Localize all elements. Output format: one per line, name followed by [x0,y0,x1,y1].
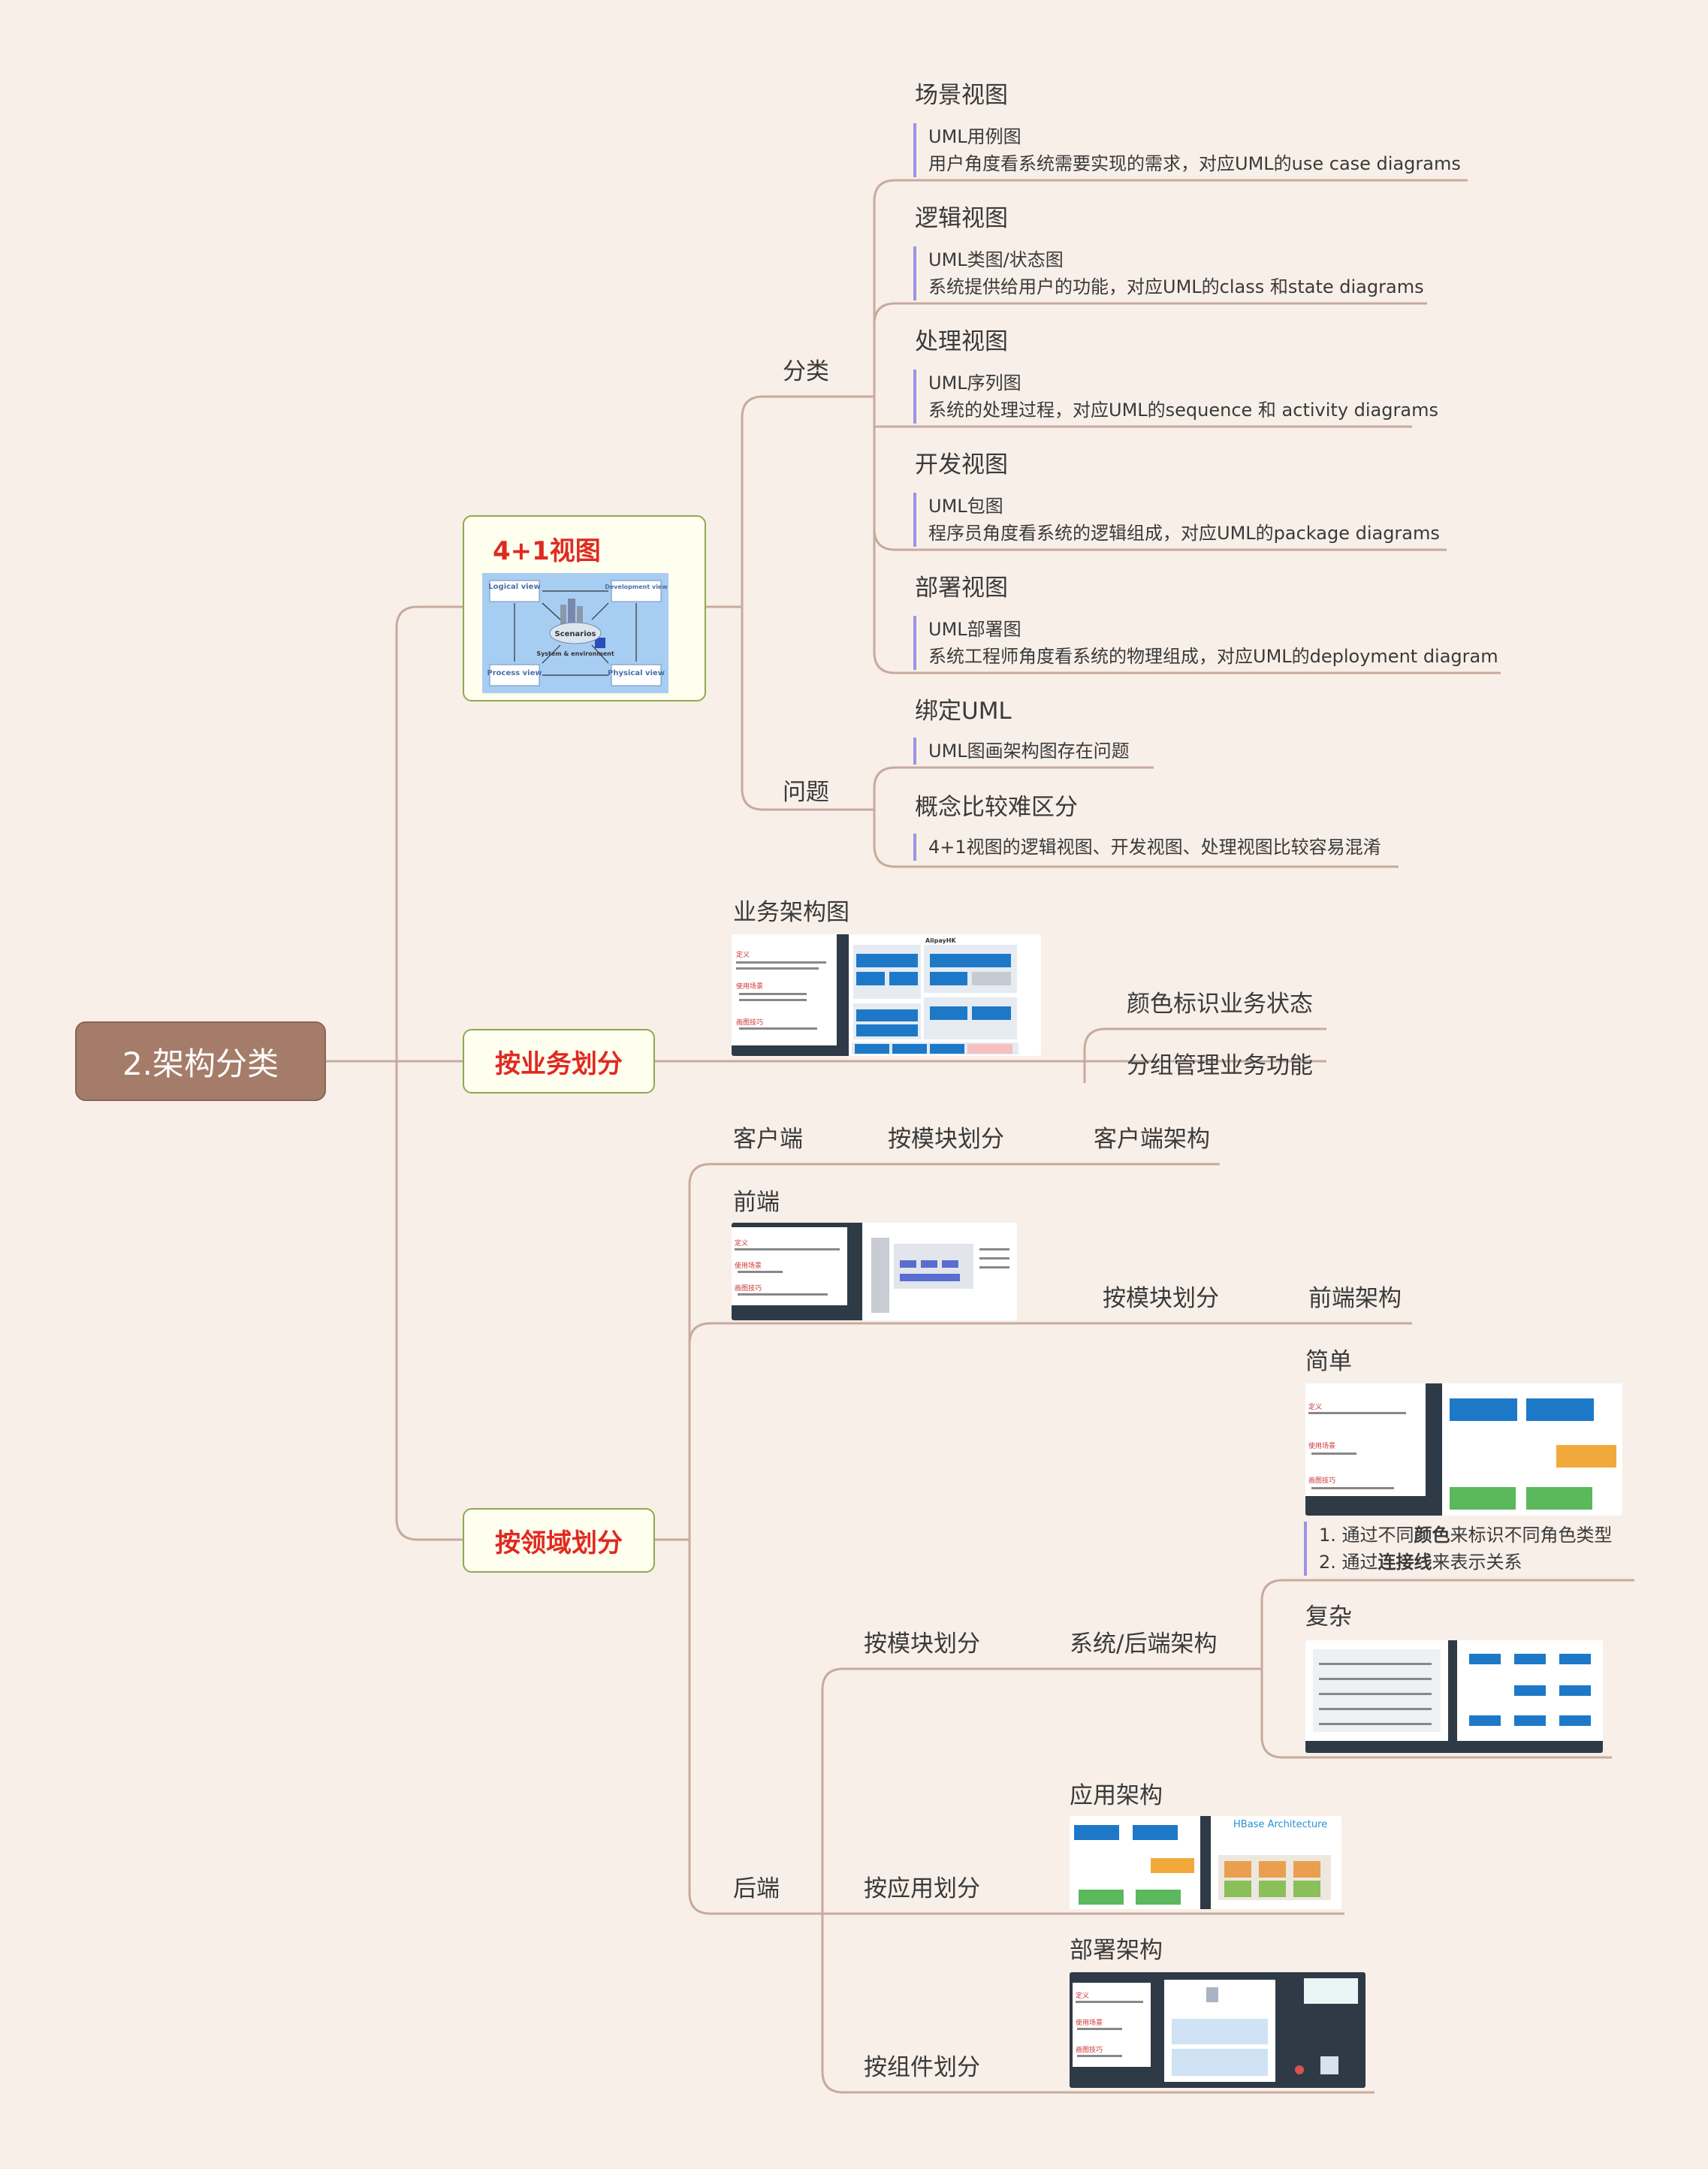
node-classify[interactable]: 分类 [783,358,829,385]
view-logical-note: UML类图/状态图 系统提供给用户的功能，对应UML的class 和state … [913,246,1424,300]
diagram-system-label: System & environment [536,650,614,657]
domain-client[interactable]: 客户端 [733,1126,803,1153]
frontend-architecture-image: 定义 使用场景 画图技巧 [732,1223,1017,1320]
frontend-by-module[interactable]: 按模块划分 [1103,1285,1219,1312]
root-node[interactable]: 2.架构分类 [75,1021,326,1101]
domain-backend[interactable]: 后端 [733,1875,780,1902]
issue-uml-binding-title[interactable]: 绑定UML [915,698,1012,725]
node-4plus1-views[interactable]: 4+1视图 Logical view Development view Proc… [463,515,706,701]
domain-frontend[interactable]: 前端 [733,1189,780,1216]
node-domain[interactable]: 按领域划分 [463,1508,655,1573]
issue-concepts-note: 4+1视图的逻辑视图、开发视图、处理视图比较容易混淆 [913,834,1381,861]
diagram-physical-label: Physical view [608,669,665,677]
backend-deployment-architecture[interactable]: 部署架构 [1070,1937,1163,1964]
business-diagram-label[interactable]: 业务架构图 [733,899,849,926]
business-group-functions[interactable]: 分组管理业务功能 [1127,1052,1313,1079]
backend-by-component[interactable]: 按组件划分 [864,2054,980,2081]
frontend-architecture[interactable]: 前端架构 [1308,1285,1402,1312]
diagram-development-label: Development view [605,584,668,590]
4plus1-diagram-image: Logical view Development view Process vi… [482,573,668,693]
application-architecture-image: HBase Architecture [1070,1816,1341,1909]
business-architecture-image: 定义 使用场景 画图技巧 AlipayHK [732,934,1041,1056]
hbase-title: HBase Architecture [1233,1819,1328,1830]
client-by-module[interactable]: 按模块划分 [888,1126,1004,1153]
backend-system-architecture[interactable]: 系统/后端架构 [1070,1631,1218,1658]
view-deployment-note: UML部署图 系统工程师角度看系统的物理组成，对应UML的deployment … [913,616,1498,670]
node-business[interactable]: 按业务划分 [463,1029,655,1094]
view-scenario-title[interactable]: 场景视图 [915,82,1008,109]
backend-by-application[interactable]: 按应用划分 [864,1875,980,1902]
view-process-note: UML序列图 系统的处理过程，对应UML的sequence 和 activity… [913,370,1438,424]
backend-complex[interactable]: 复杂 [1305,1603,1352,1631]
client-architecture[interactable]: 客户端架构 [1094,1126,1210,1153]
node-issues[interactable]: 问题 [783,779,829,806]
backend-application-architecture[interactable]: 应用架构 [1070,1782,1163,1809]
deployment-architecture-image: 定义 使用场景 画图技巧 [1070,1972,1365,2088]
node-4plus1-title: 4+1视图 [493,536,601,566]
simple-note-color: 1. 通过不同颜色来标识不同角色类型 [1319,1525,1613,1546]
diagram-scenarios-label: Scenarios [555,630,596,638]
view-deployment-title[interactable]: 部署视图 [915,575,1008,602]
simple-architecture-image: 定义 使用场景 画图技巧 [1305,1383,1622,1516]
diagram-process-label: Process view [487,669,542,677]
business-color-status[interactable]: 颜色标识业务状态 [1127,991,1313,1018]
view-logical-title[interactable]: 逻辑视图 [915,205,1008,232]
backend-simple[interactable]: 简单 [1305,1348,1352,1375]
business-thumb-title: AlipayHK [925,937,956,944]
view-process-title[interactable]: 处理视图 [915,328,1008,355]
backend-by-module[interactable]: 按模块划分 [864,1631,980,1658]
diagram-logical-label: Logical view [488,583,540,591]
simple-note-lines: 2. 通过连接线来表示关系 [1319,1552,1522,1573]
complex-architecture-image [1305,1640,1603,1753]
simple-notes: 1. 通过不同颜色来标识不同角色类型 2. 通过连接线来表示关系 [1304,1522,1613,1576]
view-development-title[interactable]: 开发视图 [915,451,1008,478]
view-development-note: UML包图 程序员角度看系统的逻辑组成，对应UML的package diagra… [913,493,1440,547]
issue-uml-binding-note: UML图画架构图存在问题 [913,738,1130,765]
issue-concepts-title[interactable]: 概念比较难区分 [915,794,1078,821]
view-scenario-note: UML用例图 用户角度看系统需要实现的需求，对应UML的use case dia… [913,123,1461,177]
